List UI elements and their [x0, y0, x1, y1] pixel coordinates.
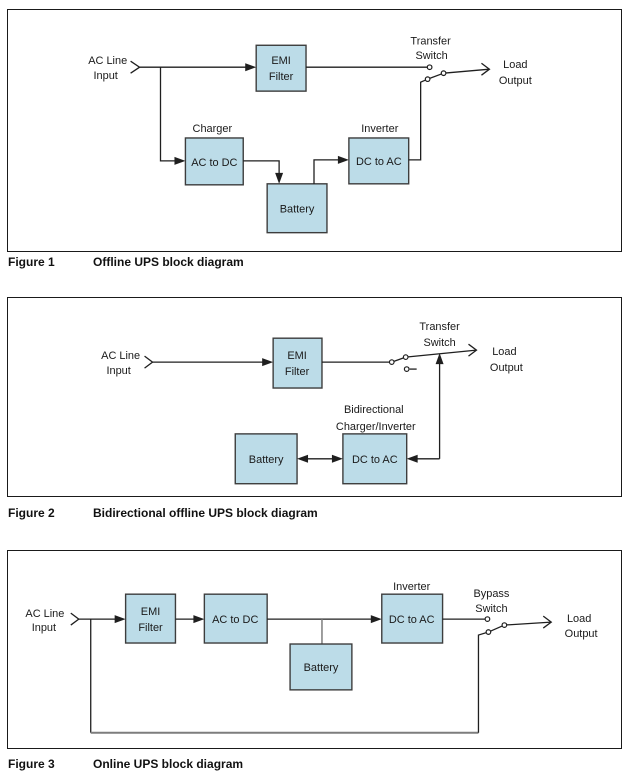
figure2-caption: Figure 2 Bidirectional offline UPS block… — [0, 506, 632, 521]
fig3-arrowhead-dcac — [370, 615, 382, 624]
fig1-battery-label: Battery — [280, 204, 315, 216]
fig3-emi-filter-label2: Filter — [138, 622, 163, 634]
fig3-wire-output — [504, 621, 552, 626]
fig3-wire-bypass-right — [477, 631, 489, 733]
fig2-dc-to-ac-label: DC to AC — [352, 454, 398, 466]
fig1-wire-dcac-switch — [408, 78, 428, 161]
fig2-transfer-switch-label2: Switch — [423, 337, 455, 349]
fig2-arrowhead-into-dcac — [406, 454, 418, 463]
fig2-ac-line-label: AC Line — [101, 350, 140, 362]
figure3-caption-title: Online UPS block diagram — [93, 757, 244, 771]
fig1-output-chevron-arrow — [481, 62, 491, 76]
fig2-transfer-switch-label: Transfer — [419, 321, 460, 333]
fig1-switch-contact-top — [426, 64, 433, 71]
fig2-emi-filter-block — [272, 337, 323, 389]
fig3-bypass-switch-label: Bypass — [473, 588, 509, 600]
figure3-frame: AC Line Input EMI Filter AC to DC Batter… — [7, 550, 622, 749]
fig2-arrowhead-into-dcac2 — [331, 454, 343, 463]
fig3-inverter-label: Inverter — [393, 581, 430, 593]
fig1-arrowhead-emi — [245, 63, 257, 72]
fig2-dc-to-ac-block — [342, 433, 408, 485]
fig2-load-output-label2: Output — [490, 362, 523, 374]
fig1-ac-line-label2: Input — [93, 70, 117, 82]
fig2-input-chevron-arrow — [144, 355, 154, 369]
fig2-bidirectional-label2: Charger/Inverter — [336, 421, 416, 433]
figure2-caption-title: Bidirectional offline UPS block diagram — [93, 506, 318, 520]
fig2-wire-output — [405, 349, 477, 358]
fig2-bidirectional-label: Bidirectional — [344, 404, 404, 416]
fig3-output-chevron-arrow — [542, 615, 553, 629]
fig1-emi-filter-label: EMI — [271, 55, 290, 67]
fig3-load-output-label2: Output — [565, 628, 598, 640]
fig1-dc-to-ac-label: DC to AC — [356, 156, 402, 168]
fig3-input-chevron-arrow — [70, 612, 80, 626]
fig2-switch-contact-bottom — [403, 366, 410, 372]
fig3-dc-to-ac-block — [381, 593, 444, 644]
fig1-wire-acdc-battery — [243, 160, 280, 174]
fig1-transfer-switch-label: Transfer — [410, 35, 451, 47]
fig1-inverter-label: Inverter — [361, 123, 398, 135]
figure2-caption-label: Figure 2 — [8, 506, 55, 520]
fig1-arrowhead-battery — [275, 172, 284, 184]
fig1-ac-line-label: AC Line — [88, 55, 127, 67]
fig1-dc-to-ac-block — [348, 137, 410, 185]
fig1-wire-output — [443, 68, 490, 74]
fig2-switch-contact-pole — [402, 354, 409, 361]
fig1-switch-contact-pole — [440, 70, 447, 77]
fig3-ac-to-dc-block — [203, 593, 268, 644]
fig3-ac-to-dc-label: AC to DC — [212, 614, 258, 626]
fig3-switch-contact-pole — [501, 622, 508, 628]
fig2-load-output-label: Load — [492, 346, 516, 358]
fig1-wire-branch — [159, 67, 176, 162]
fig2-arrowhead-emi — [262, 358, 274, 367]
fig1-emi-filter-block — [255, 44, 307, 92]
fig3-ac-line-label2: Input — [32, 622, 56, 634]
figure2-diagram: AC Line Input EMI Filter Transfer Switch… — [101, 321, 523, 485]
figure1-frame: AC Line Input EMI Filter Charger AC to D… — [7, 9, 622, 252]
fig2-ac-line-label2: Input — [106, 365, 130, 377]
fig1-arrowhead-acdc — [174, 156, 186, 165]
fig3-battery-block — [289, 643, 353, 691]
fig3-arrowhead-acdc — [193, 615, 205, 624]
fig3-switch-blade — [488, 624, 505, 633]
fig1-ac-to-dc-label: AC to DC — [191, 157, 237, 169]
fig1-load-output-label: Load — [503, 59, 527, 71]
fig3-arrowhead-emi — [114, 615, 126, 624]
fig2-arrowhead-into-battery — [297, 454, 309, 463]
fig3-switch-contact-top — [484, 616, 491, 622]
figure3-diagram: AC Line Input EMI Filter AC to DC Batter… — [25, 581, 598, 734]
fig2-battery-block — [234, 433, 298, 485]
fig3-dc-to-ac-label: DC to AC — [389, 614, 435, 626]
fig3-emi-filter-label: EMI — [141, 606, 160, 618]
fig1-transfer-switch-label2: Switch — [415, 50, 447, 62]
fig3-switch-contact-bottom — [485, 629, 492, 635]
fig1-arrowhead-dcac — [337, 155, 349, 164]
figure3-caption-label: Figure 3 — [8, 757, 55, 771]
fig1-input-chevron-arrow — [130, 60, 141, 74]
fig3-bypass-switch-label2: Switch — [475, 603, 507, 615]
fig1-battery-block — [266, 183, 328, 234]
fig2-output-chevron-arrow — [468, 343, 478, 357]
fig3-battery-label: Battery — [304, 662, 339, 674]
fig2-arrowhead-up — [435, 353, 444, 365]
fig2-emi-filter-label2: Filter — [285, 366, 310, 378]
figure1-caption: Figure 1 Offline UPS block diagram — [0, 255, 632, 270]
fig2-switch-contact-top — [388, 359, 395, 366]
fig1-emi-filter-label2: Filter — [269, 71, 294, 83]
fig1-charger-label: Charger — [193, 123, 233, 135]
fig1-wire-battery-dcac — [313, 159, 339, 184]
figure2-frame: AC Line Input EMI Filter Transfer Switch… — [7, 297, 622, 497]
fig1-load-output-label2: Output — [499, 75, 532, 87]
figure3-caption: Figure 3 Online UPS block diagram — [0, 757, 632, 772]
figure1-caption-label: Figure 1 — [8, 255, 55, 269]
fig3-emi-filter-block — [124, 593, 177, 644]
figure1-caption-title: Offline UPS block diagram — [93, 255, 244, 269]
fig3-ac-line-label: AC Line — [25, 608, 64, 620]
fig1-switch-contact-bottom — [424, 76, 431, 83]
fig3-load-output-label: Load — [567, 613, 591, 625]
fig2-battery-label: Battery — [249, 454, 284, 466]
fig2-emi-filter-label: EMI — [287, 350, 306, 362]
figure1-diagram: AC Line Input EMI Filter Charger AC to D… — [88, 35, 532, 234]
